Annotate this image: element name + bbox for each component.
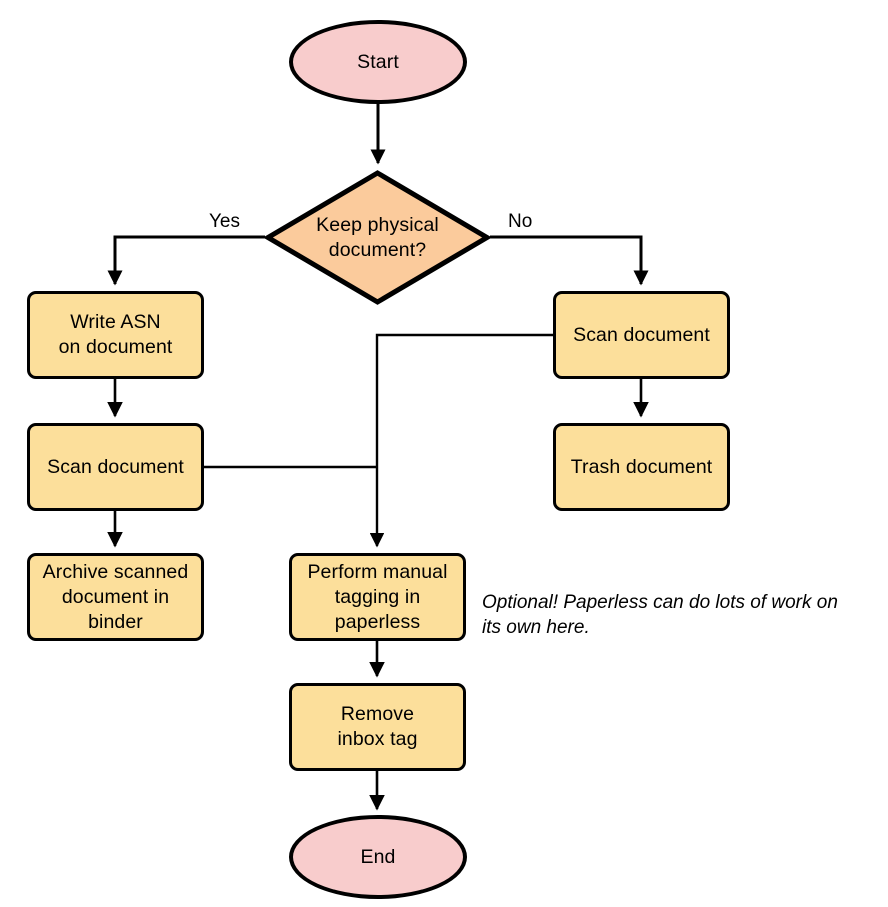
node-trash-document-label: Trash document	[570, 455, 713, 478]
edge-decision-yes-to-write-asn	[107, 235, 265, 286]
node-trash-document[interactable]: Trash document	[553, 423, 730, 511]
node-end[interactable]: End	[289, 815, 467, 899]
edge-label-yes: Yes	[209, 211, 240, 232]
node-keep-physical-document-decision[interactable]: Keep physical document?	[265, 170, 490, 305]
node-archive-scanned-document-label: Archive scanned document in binder	[42, 560, 189, 633]
node-start[interactable]: Start	[289, 20, 467, 104]
node-remove-inbox-tag[interactable]: Remove inbox tag	[289, 683, 466, 771]
node-end-label: End	[360, 845, 396, 868]
node-archive-scanned-document[interactable]: Archive scanned document in binder	[27, 553, 204, 641]
node-scan-document-right[interactable]: Scan document	[553, 291, 730, 379]
diamond-shape	[265, 170, 490, 305]
edge-label-no: No	[508, 211, 533, 232]
annotation-optional-note: Optional! Paperless can do lots of work …	[482, 592, 838, 638]
node-start-label: Start	[357, 50, 399, 73]
node-write-asn-label: Write ASN on document	[58, 311, 173, 358]
node-scan-document-left[interactable]: Scan document	[27, 423, 204, 511]
edge-scan-right-to-tagging	[369, 333, 553, 548]
node-perform-manual-tagging-label: Perform manual tagging in paperless	[307, 560, 448, 633]
edge-decision-no-to-scan-right	[490, 235, 649, 286]
node-scan-document-right-label: Scan document	[573, 323, 710, 346]
node-write-asn[interactable]: Write ASN on document	[27, 291, 204, 379]
node-remove-inbox-tag-label: Remove inbox tag	[337, 703, 418, 750]
node-decision-label: Keep physical document?	[316, 213, 439, 261]
node-perform-manual-tagging[interactable]: Perform manual tagging in paperless	[289, 553, 466, 641]
node-scan-document-left-label: Scan document	[47, 455, 184, 478]
